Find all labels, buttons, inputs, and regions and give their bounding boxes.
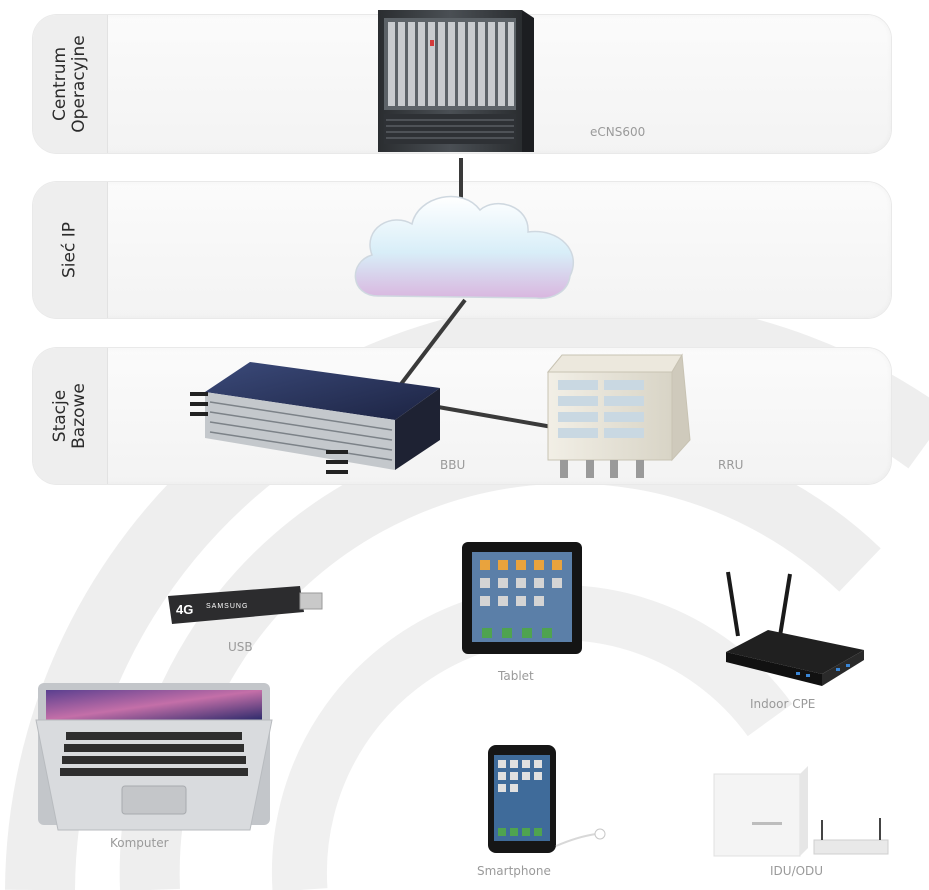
- bbu-unit-icon: [190, 362, 440, 474]
- label-rru: RRU: [718, 458, 744, 472]
- ecns600-server-icon: [378, 10, 534, 152]
- idu-odu-icon: [713, 766, 889, 857]
- label-ecns600: eCNS600: [590, 125, 646, 139]
- layer-ip-side: [33, 182, 108, 318]
- smartphone-icon: [488, 745, 606, 853]
- label-bbu: BBU: [440, 458, 466, 472]
- label-indoor-cpe: Indoor CPE: [750, 697, 816, 711]
- usb-modem-icon: 4G SAMSUNG: [168, 586, 323, 624]
- label-idu-odu: IDU/ODU: [770, 864, 824, 878]
- layer-core-side: [33, 15, 108, 153]
- rru-unit-icon: [546, 353, 691, 478]
- tablet-icon: [462, 542, 582, 654]
- laptop-icon: [35, 683, 273, 831]
- link-ip-to-bbu: [393, 298, 467, 394]
- cloud-icon: [354, 195, 575, 300]
- usb-modem-tag: 4G: [176, 602, 193, 617]
- link-bbu-to-rru: [437, 405, 559, 430]
- indoor-cpe-router-icon: [726, 571, 864, 686]
- label-tablet: Tablet: [498, 669, 534, 683]
- label-komputer: Komputer: [110, 836, 169, 850]
- layer-base: Stacje Bazowe: [33, 348, 891, 484]
- label-usb: USB: [228, 640, 253, 654]
- layer-base-side: [33, 348, 108, 484]
- label-smartphone: Smartphone: [477, 864, 551, 878]
- usb-modem-brand: SAMSUNG: [206, 603, 248, 610]
